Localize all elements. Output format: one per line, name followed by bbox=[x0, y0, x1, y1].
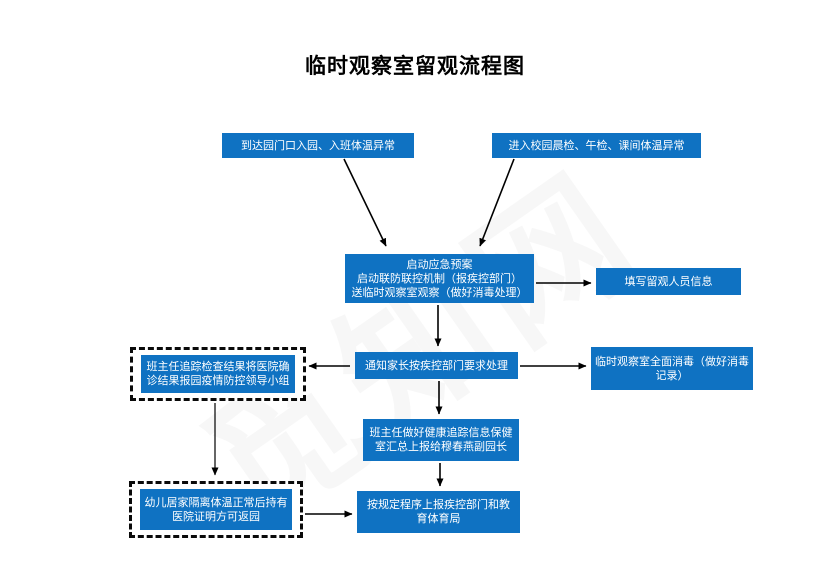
node-campus-check-fever: 进入校园晨检、午检、课间体温异常 bbox=[492, 133, 701, 158]
node-teacher-health-report: 班主任做好健康追踪信息保健 室汇总上报给穆春燕副园长 bbox=[363, 419, 519, 461]
dashed-frame-home-quarantine: 幼儿居家隔离体温正常后持有 医院证明方可返园 bbox=[129, 481, 303, 538]
node-disinfect-observation-room: 临时观察室全面消毒（做好消毒 记录） bbox=[591, 347, 753, 390]
node-report-cdc-education: 按规定程序上报疾控部门和教 育体育局 bbox=[357, 491, 520, 533]
arrow-arrive-to-emergency bbox=[343, 158, 387, 247]
node-home-quarantine-return: 幼儿居家隔离体温正常后持有 医院证明方可返园 bbox=[140, 489, 292, 530]
node-teacher-track-diagnosis: 班主任追踪检查结果将医院确 诊结果报园疫情防控领导小组 bbox=[141, 355, 295, 393]
node-fill-observation-info: 填写留观人员信息 bbox=[596, 268, 741, 295]
node-start-emergency-plan: 启动应急预案 启动联防联控机制（报疾控部门） 送临时观察室观察（做好消毒处理） bbox=[345, 254, 534, 303]
node-notify-parents: 通知家长按疾控部门要求处理 bbox=[355, 352, 518, 379]
page-title: 临时观察室留观流程图 bbox=[305, 55, 525, 78]
arrow-campus-to-emergency bbox=[479, 158, 515, 247]
node-arrive-gate-fever: 到达园门口入园、入班体温异常 bbox=[222, 133, 414, 158]
dashed-frame-teacher-track: 班主任追踪检查结果将医院确 诊结果报园疫情防控领导小组 bbox=[130, 347, 306, 401]
